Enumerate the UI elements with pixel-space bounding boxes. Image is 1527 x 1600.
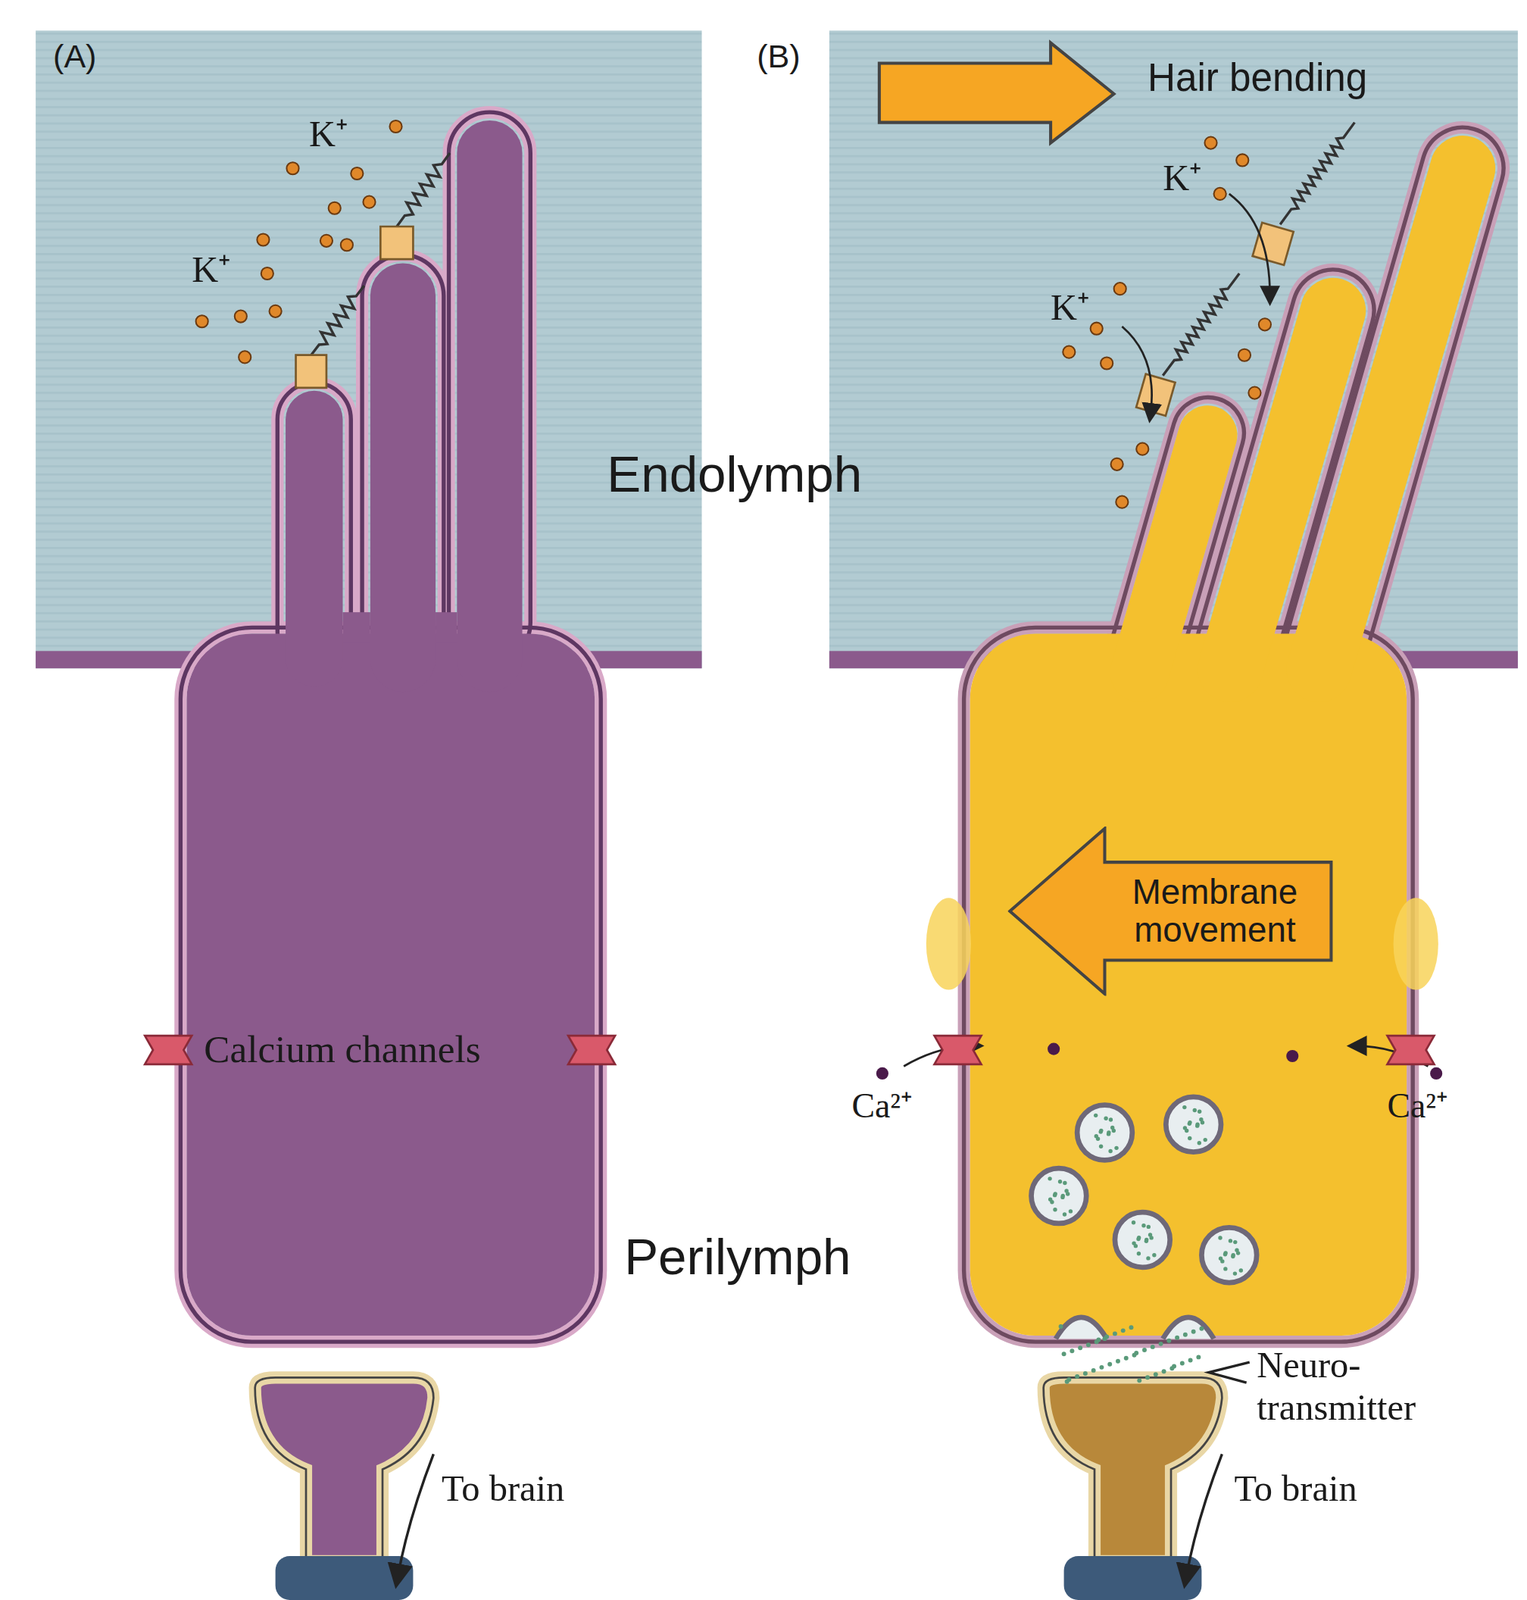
label: Neuro- transmitter bbox=[1256, 1344, 1492, 1429]
label: Ca²⁺ bbox=[1387, 1086, 1448, 1125]
signal-arrow bbox=[397, 1361, 1250, 1577]
potassium-ion bbox=[196, 120, 1271, 509]
label: To brain bbox=[1234, 1469, 1358, 1510]
label: Endolymph bbox=[606, 446, 862, 503]
ion-flow-arrow bbox=[903, 193, 1428, 1067]
arrow-label: Membrane movement bbox=[1101, 873, 1328, 950]
label: To brain bbox=[441, 1469, 565, 1510]
hair-cell-a bbox=[180, 112, 601, 1342]
label: Hair bending bbox=[1147, 56, 1368, 100]
label: K⁺ bbox=[309, 114, 348, 155]
vesicle bbox=[1031, 1096, 1258, 1283]
bending-arrow bbox=[879, 43, 1115, 144]
label: K⁺ bbox=[191, 249, 231, 291]
hair-cell-b bbox=[926, 118, 1514, 1343]
label: Ca²⁺ bbox=[851, 1086, 912, 1125]
panel-letter: (B) bbox=[756, 38, 800, 75]
tip-link bbox=[311, 122, 1356, 376]
transduction-channel bbox=[296, 222, 1294, 416]
afferent-terminal bbox=[255, 1377, 1223, 1600]
panel-letter: (A) bbox=[53, 38, 97, 75]
label: Perilymph bbox=[624, 1229, 851, 1286]
label: K⁺ bbox=[1162, 158, 1202, 199]
calcium-ion bbox=[876, 1042, 1443, 1080]
endolymph-ground bbox=[35, 30, 702, 669]
label: Calcium channels bbox=[203, 1028, 481, 1072]
movement-arrow: Membrane movement bbox=[1008, 826, 1335, 997]
label: K⁺ bbox=[1050, 287, 1090, 328]
neurotransmitter bbox=[1055, 1317, 1215, 1384]
